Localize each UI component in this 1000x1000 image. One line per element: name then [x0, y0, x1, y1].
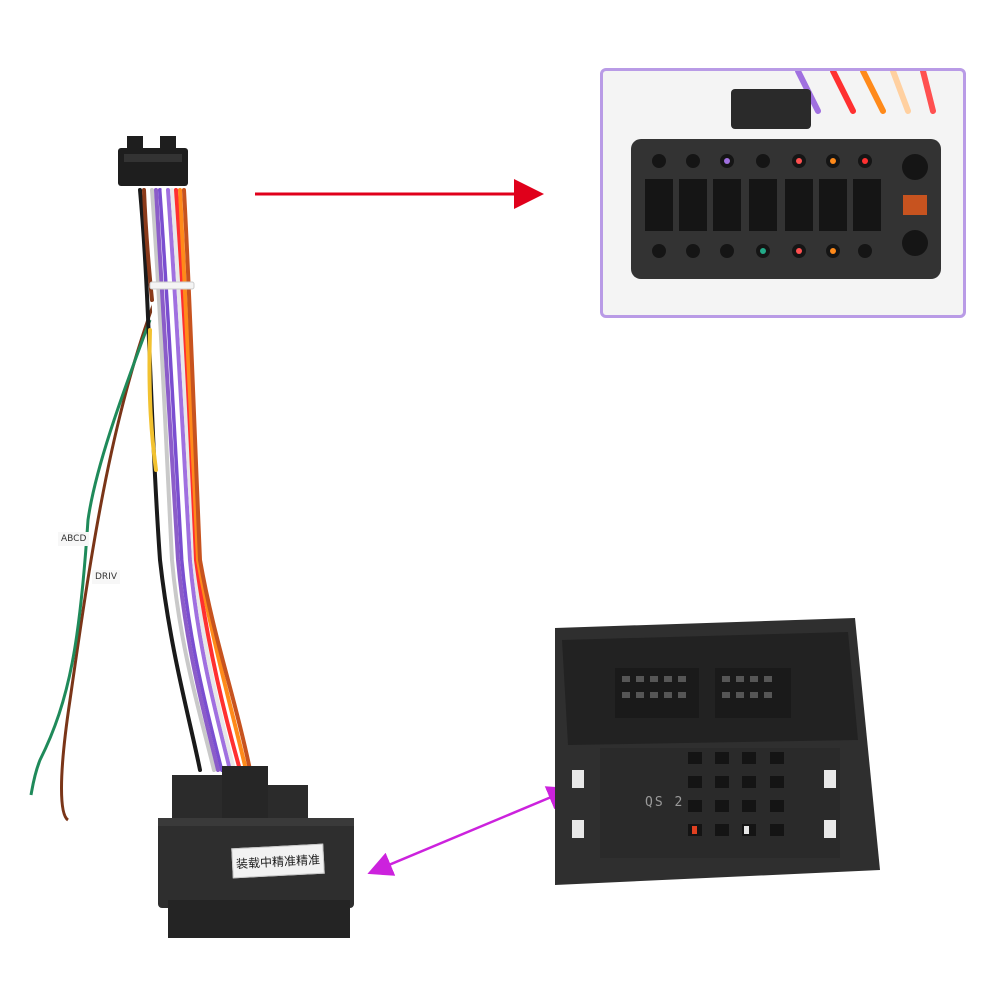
quadlock-closeup [555, 618, 880, 885]
magenta-double-arrow-icon [367, 786, 573, 876]
green-loose-wire [29, 319, 152, 796]
connector-closeup-inset [600, 68, 966, 318]
top-16pin-connector [118, 136, 188, 186]
mold-marking: QS 2 [645, 795, 685, 810]
wire-tag-b: DRIV [92, 570, 120, 584]
inset-connector-drawing [631, 71, 941, 279]
wire-tag-a: ABCD [58, 532, 90, 546]
brown-loose-wire [60, 299, 157, 822]
connector-sticker: 装载中精准精准 [231, 843, 325, 879]
cable-tie [149, 281, 195, 290]
wire-bundle [138, 187, 252, 773]
